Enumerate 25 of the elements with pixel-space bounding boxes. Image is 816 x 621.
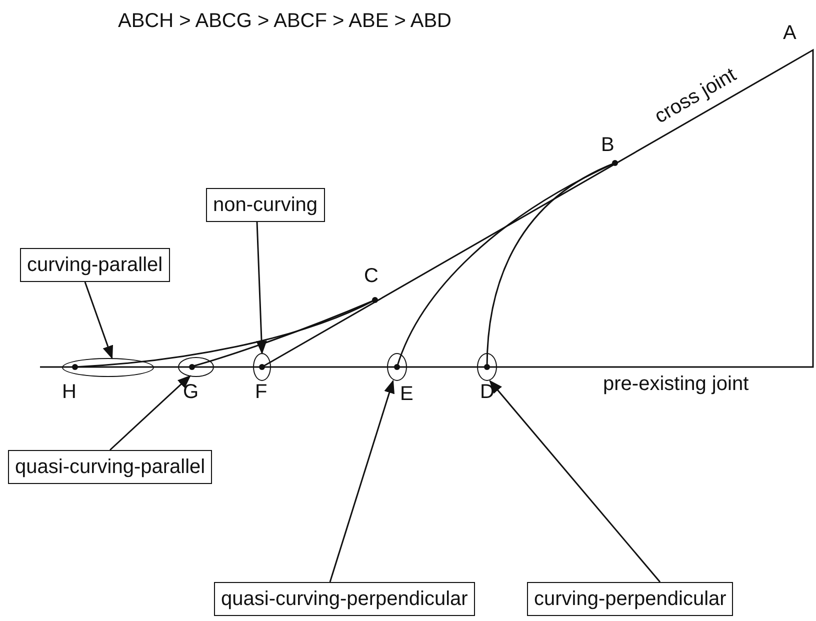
point-label: F [255, 381, 268, 403]
point-label: H [62, 381, 76, 403]
leader-line [489, 380, 661, 582]
ellipse-marker [253, 353, 271, 381]
leader-line [110, 375, 191, 451]
label-box: curving-parallel [20, 248, 170, 282]
label-box: non-curving [206, 188, 325, 222]
point-label: C [364, 265, 378, 287]
leader-line [84, 282, 114, 360]
point-label: E [400, 383, 414, 405]
ellipse-marker [178, 357, 214, 377]
point-label: B [601, 134, 614, 156]
ellipse-marker [477, 353, 497, 381]
label-box: quasi-curving-perpendicular [214, 582, 475, 616]
point-label: A [783, 22, 796, 44]
line-label: cross joint [651, 64, 740, 128]
line-label: pre-existing joint [603, 373, 749, 395]
label-box: curving-perpendicular [527, 582, 734, 616]
heading: ABCH > ABCG > ABCF > ABE > ABD [118, 10, 452, 32]
leader-line [329, 380, 395, 582]
leader-line [256, 222, 267, 354]
label-box: quasi-curving-parallel [8, 450, 212, 484]
point-label: G [183, 381, 199, 403]
ellipse-marker [387, 353, 407, 381]
ellipse-marker [62, 358, 154, 377]
